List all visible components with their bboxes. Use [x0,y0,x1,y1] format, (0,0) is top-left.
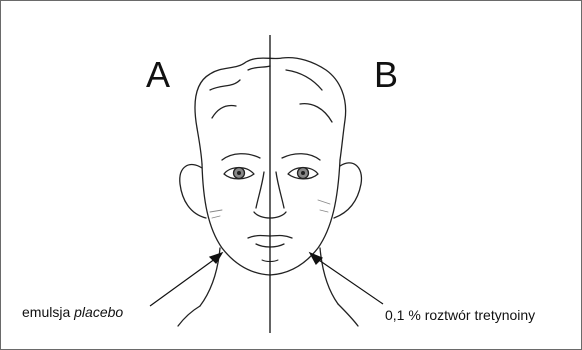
caption-tretinoin: 0,1 % roztwór tretynoiny [385,307,535,323]
cheek-marks-left [210,210,222,218]
left-eyebrow [222,154,260,160]
nose-bridge [256,172,264,208]
arrow-right [313,256,383,304]
nose-bridge-right [276,172,284,208]
caption-placebo-text: emulsja [22,304,74,320]
caption-placebo-italic: placebo [74,304,123,320]
arrow-left [150,256,219,306]
right-shoulder [338,304,358,326]
right-ear [334,163,361,218]
side-label-b: B [374,57,398,93]
left-pupil [237,171,241,175]
caption-placebo: emulsja placebo [22,304,123,320]
neck-right [320,248,338,304]
hairline [212,104,332,122]
left-shoulder [178,306,200,326]
hair-left-side [197,128,202,164]
hair-strands [210,66,322,90]
side-label-a: A [146,57,170,93]
right-pupil [301,171,305,175]
cheek-marks-right [318,200,330,212]
right-eyebrow [282,154,320,160]
